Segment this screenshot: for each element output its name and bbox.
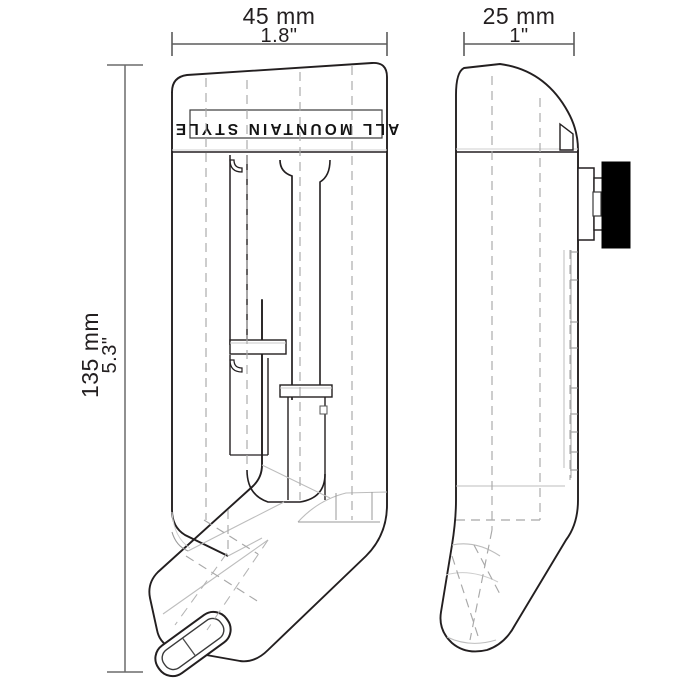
hidden-lines-front [185, 66, 353, 605]
width-dimension-inch-label: 1.8" [261, 25, 298, 47]
piston-left-fillet [229, 159, 243, 173]
knob-shaft [592, 191, 602, 217]
grip-ribs [563, 250, 578, 478]
brand-plate [189, 109, 383, 139]
brand-label-text: ALL MOUNTAIN STYLE [173, 120, 400, 137]
side-top-notch [559, 122, 574, 151]
black-lever-knob [577, 161, 631, 249]
height-dimension-mm-label: 135 mm [77, 312, 103, 398]
nozzle-tip-inner [161, 617, 225, 671]
internal-piston [229, 155, 333, 500]
width-dimension-mm-label: 45 mm [243, 3, 316, 29]
barrel-right-wall [319, 159, 331, 392]
nozzle-upper-edge [187, 501, 285, 552]
tube-detent-notch [319, 405, 328, 415]
side-view-depth-dimension: 25 mm 1" [463, 3, 575, 56]
barrel-cavity-edge [227, 537, 263, 557]
hidden-lines-nozzle [174, 539, 269, 631]
depth-dimension-mm-label: 25 mm [483, 3, 556, 29]
side-nozzle-seam-b [445, 572, 499, 583]
hidden-lines-side [451, 76, 571, 641]
elbow-construction-a [261, 464, 331, 499]
piston-lower-fillet [229, 359, 243, 373]
knob-base-plate [577, 167, 595, 241]
side-nozzle-tip-seam [446, 636, 497, 644]
side-body-outline [439, 63, 579, 653]
side-nozzle-seam [451, 543, 501, 557]
front-view: ALL MOUNTAIN STYLE [148, 62, 400, 678]
elbow-inner-curve [297, 491, 388, 523]
depth-dimension-inch-label: 1" [509, 25, 528, 47]
side-view [439, 63, 631, 653]
front-view-width-dimension: 45 mm 1.8" [171, 3, 388, 56]
knob-black-body [601, 161, 631, 249]
height-dimension-inch-label: 5.3" [99, 337, 121, 374]
piston-collar-lower [279, 384, 333, 398]
overall-height-dimension: 135 mm 5.3" [77, 64, 143, 673]
nozzle-shoulder-highlight [171, 511, 191, 549]
nozzle-tip-divider [181, 637, 196, 657]
piston-collar-upper [229, 339, 287, 355]
nozzle-shoulder-curve [171, 531, 189, 552]
angled-nozzle [154, 501, 285, 678]
barrel-left-wall [279, 159, 293, 400]
nozzle-mid-edge [162, 539, 269, 615]
nozzle-tip [154, 610, 232, 678]
